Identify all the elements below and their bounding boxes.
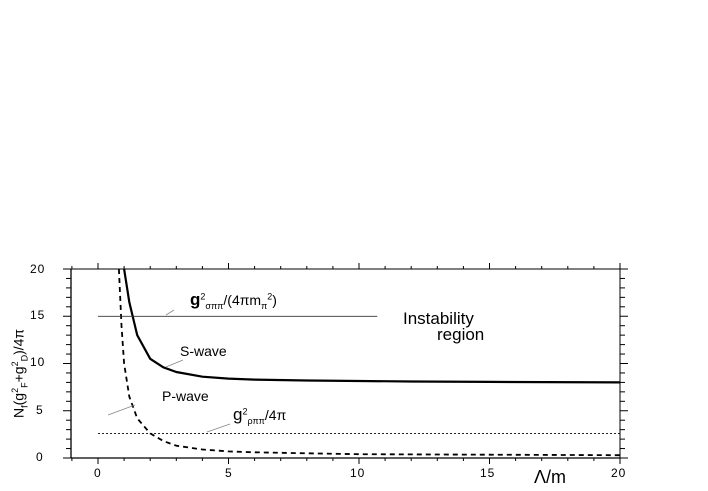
instability-region-label: Instability [403,309,474,328]
instability-region-label: region [437,325,485,344]
rho-line-label: g2ρππ/4π [233,405,287,426]
axis-ticks [63,263,628,464]
annotation-leaders [107,309,231,433]
plot-frame [70,268,621,459]
x-axis-label: Λ/m [534,467,567,487]
p-wave-label: P-wave [162,388,209,404]
y-axis-label: Nf(g2F+g2D)/4π [10,328,30,418]
y-tick-label: 0 [36,450,44,464]
x-tick-label: 0 [94,466,102,480]
series-p-waveline [118,268,621,457]
data-series [98,268,621,457]
y-tick-label: 15 [30,308,46,322]
x-tick-label: 10 [350,466,366,480]
y-tick-label: 20 [30,262,46,276]
s-wave-label: S-wave [180,343,227,359]
x-tick-label: 5 [225,466,233,480]
y-tick-label: 5 [36,403,44,417]
x-tick-label: 20 [611,466,627,480]
sigma-line-label: g2σππ/(4πmπ2) [190,290,277,311]
series-s-waveline [123,268,621,384]
y-tick-label: 10 [30,355,46,369]
x-tick-label: 15 [480,466,496,480]
